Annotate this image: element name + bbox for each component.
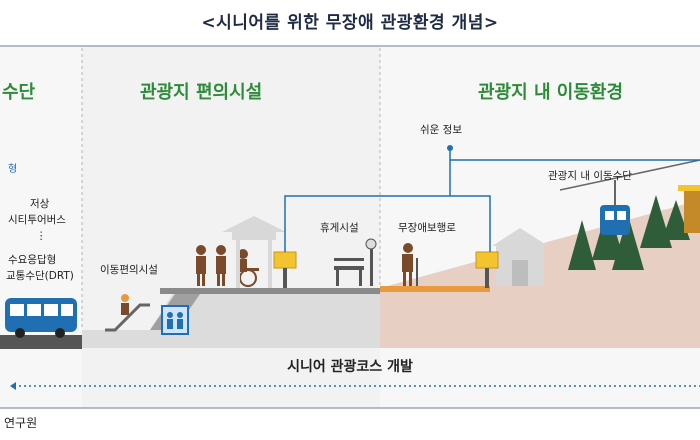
easy-info-label: 쉬운 정보 bbox=[420, 124, 462, 136]
pavilion-icon bbox=[222, 216, 286, 288]
cable-car-icon bbox=[600, 180, 630, 235]
mobility-facility-label: 이동편의시설 bbox=[100, 264, 158, 276]
bench-icon bbox=[334, 258, 364, 286]
course-label: 시니어 관광코스 개발 bbox=[287, 359, 413, 375]
cable-line bbox=[559, 159, 700, 191]
signboard-icon bbox=[273, 251, 297, 288]
lamp-icon bbox=[365, 238, 377, 286]
escalator-person-icon bbox=[121, 294, 129, 315]
info-connectors bbox=[284, 150, 700, 252]
wheelchair-icon bbox=[238, 249, 259, 287]
mobility-means-label: 관광지 내 이동수단 bbox=[548, 170, 632, 182]
barrier-free-walk-label: 무장애보행로 bbox=[398, 222, 456, 234]
section-title-left: 수단 bbox=[2, 82, 36, 103]
source-note: 연구원 bbox=[4, 416, 38, 430]
signboard-icon bbox=[475, 251, 499, 288]
section-title-middle: 관광지 편의시설 bbox=[140, 82, 263, 103]
city-bus-label-2: 시티투어버스 bbox=[8, 214, 66, 226]
left-note: 형 bbox=[8, 164, 18, 175]
barn-icon bbox=[492, 228, 548, 286]
platform-ground bbox=[82, 290, 380, 348]
drt-label-1: 수요응답형 bbox=[8, 254, 57, 266]
road bbox=[0, 335, 82, 349]
elderly-walker-icon bbox=[402, 243, 418, 286]
tree-icon bbox=[568, 195, 690, 270]
city-bus-label-1: 저상 bbox=[30, 198, 50, 210]
diagram-title: <시니어를 위한 무장애 관광환경 개념> bbox=[201, 13, 499, 33]
section-title-right: 관광지 내 이동환경 bbox=[478, 82, 624, 103]
bus-icon bbox=[5, 298, 77, 338]
elevator-icon bbox=[161, 305, 189, 335]
walkway bbox=[380, 286, 490, 292]
pylon-icon bbox=[678, 185, 700, 233]
course-arrow-head bbox=[10, 382, 16, 390]
people-icon bbox=[196, 245, 226, 286]
escalator-icon bbox=[105, 303, 150, 332]
platform-top bbox=[160, 288, 380, 294]
drt-label-2: 교통수단(DRT) bbox=[6, 270, 74, 282]
rest-facility-label: 휴게시설 bbox=[320, 222, 359, 234]
ellipsis: ⋮ bbox=[36, 230, 47, 242]
info-dot bbox=[447, 145, 453, 151]
